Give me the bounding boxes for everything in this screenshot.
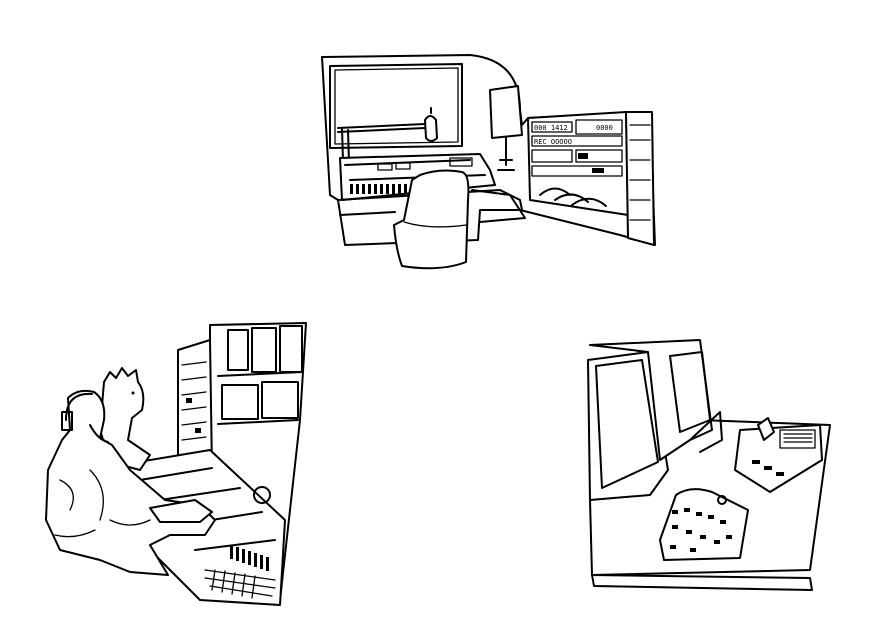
mic-boom-arm (337, 123, 426, 196)
right-rack-tower (625, 111, 655, 246)
monitor-screen (251, 327, 277, 373)
crt-monitor-left (587, 351, 669, 501)
studio-window (329, 63, 463, 149)
tv-control-room-with-operators (45, 322, 307, 606)
controller-dial-icon (717, 495, 727, 505)
rack-label: 0000 (596, 124, 613, 132)
studio-chair (393, 169, 470, 270)
floor-mat (471, 189, 526, 223)
monitor-bezel (595, 359, 659, 489)
rack-label: REC OOOOO (534, 138, 572, 146)
speaker-stand (497, 137, 515, 171)
controller-knob-icon (757, 417, 775, 441)
controller-display (779, 429, 816, 449)
operator-hand (149, 499, 213, 523)
headset-icon (61, 392, 109, 443)
desk-cables (539, 187, 607, 207)
rack-unit (531, 149, 573, 163)
controller-buttons (670, 508, 732, 552)
console-display (449, 157, 473, 167)
rack-unit (531, 121, 573, 133)
radio-studio-console: 000 1412 0000 REC OOOOO (321, 54, 656, 270)
microphone-icon (424, 115, 438, 142)
rack-unit (531, 135, 623, 147)
speaker-icon (489, 85, 523, 139)
keyboard-keys (204, 569, 276, 599)
edit-controller-left (659, 488, 749, 561)
monitor-screen (221, 384, 259, 420)
mixer-faders (230, 545, 269, 571)
rack-unit (575, 149, 623, 163)
jog-wheel-icon (253, 486, 271, 504)
editing-desk-with-monitors (587, 339, 831, 591)
chair-seat-line (403, 221, 467, 228)
studio-window-inner (334, 67, 459, 145)
fader-bank (350, 184, 407, 194)
rack-unit (575, 119, 623, 135)
monitor-screen (227, 329, 249, 371)
operator-front (45, 389, 216, 576)
console-button (377, 163, 393, 171)
rack-label: 000 1412 (534, 124, 568, 132)
console-button (395, 162, 411, 170)
clothing-folds (54, 469, 151, 538)
monitor-screen (261, 381, 299, 419)
rack-unit (531, 165, 623, 177)
